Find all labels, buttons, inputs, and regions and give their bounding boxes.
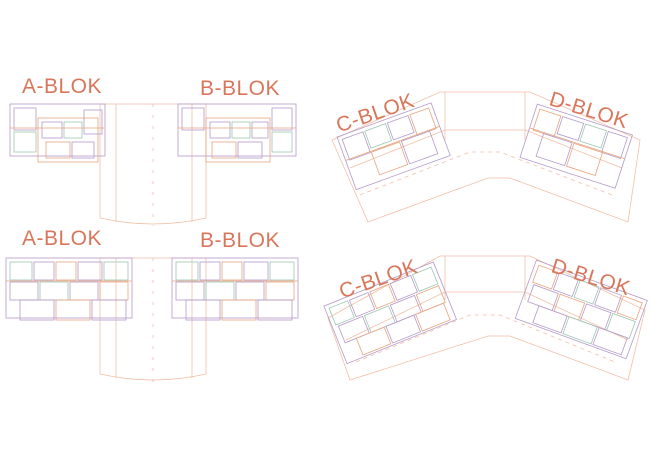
label-b-blok-top: B-BLOK [200,77,281,100]
plan-top-right [331,91,641,223]
plan-bottom-left [5,257,299,382]
plan-bottom-right [323,255,648,381]
label-a-blok-bottom: A-BLOK [22,227,103,250]
plan-top-left [9,103,297,226]
label-b-blok-bottom: B-BLOK [200,229,281,252]
label-a-blok-top: A-BLOK [22,75,103,98]
